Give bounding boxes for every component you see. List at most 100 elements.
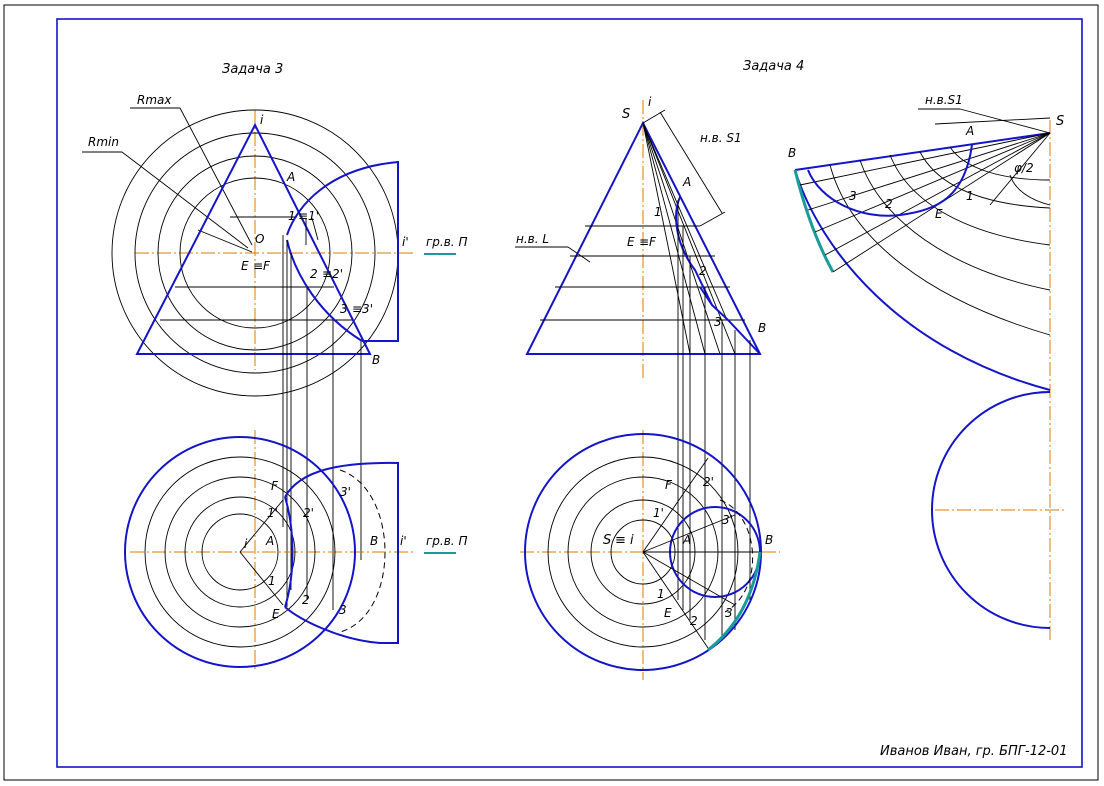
t4-plan-hidden-curve — [719, 499, 754, 613]
rmin-dim — [197, 229, 253, 253]
t4-i1-top-label: i — [648, 95, 652, 109]
t3-intersection-curve-front — [286, 239, 363, 342]
t4-nvl-leader — [567, 246, 591, 263]
dev-p10-label: 1 — [966, 189, 974, 203]
t3-plan-circle-2 — [144, 456, 336, 648]
dev-top-edge — [794, 132, 1051, 171]
t4-p2prime-label: 2' — [703, 475, 714, 489]
t4-E2F2-rest-label: ≡F — [639, 235, 657, 249]
t4-ray-4 — [642, 122, 691, 355]
outer-frame — [3, 4, 1099, 781]
t4-p22-label: 2 — [699, 264, 707, 278]
t4-cone-outline — [525, 120, 762, 355]
t3-F1-label: F — [271, 479, 279, 493]
t4-ray-2 — [642, 122, 721, 355]
t4-p32-label: 3 — [714, 315, 722, 329]
t3-plan-circle-4 — [184, 496, 296, 608]
t3-plan-ray-1 — [239, 499, 284, 553]
t4-S1i1-rest-label: ≡ i — [615, 533, 634, 548]
t3-sphere-circle-3 — [157, 155, 353, 351]
t4-S1i1-label: S — [603, 533, 611, 548]
t4-p1prime-label: 1' — [653, 506, 664, 520]
t3-i2prime-label: i' — [402, 235, 409, 249]
t3-plan-intersection — [284, 496, 294, 608]
t4-nvs1-ext1 — [642, 109, 666, 124]
dev-nvs1-dim — [934, 117, 1051, 125]
t4-p12-label: 1 — [654, 205, 662, 219]
dev-phi-label: φ/2 — [1014, 161, 1034, 175]
t4-p21-label: 2 — [690, 614, 698, 628]
t3-p22-eq-label: ≡2' — [322, 267, 343, 281]
t4-curve-seg — [699, 286, 713, 306]
t4-p3prime-label: 3' — [722, 513, 733, 527]
t3-p22-label: 2 — [310, 267, 318, 281]
t3-B2-label: B — [372, 353, 380, 367]
t4-nv-l-label: н.в. L — [516, 232, 549, 246]
t3-cone-outline — [135, 122, 372, 355]
dev-arc-2 — [859, 159, 1051, 291]
t4-plan-ray-2 — [642, 514, 736, 553]
t4-nvs1-dim — [659, 111, 723, 214]
t3-plan-outer-circle — [124, 436, 356, 668]
t4-A2-label: A — [682, 175, 691, 189]
dev-nv-s1-label: н.в.S1 — [925, 93, 963, 107]
t3-grv-p2-label: гр.в. П — [426, 534, 467, 548]
rmin-label: Rmin — [88, 135, 119, 149]
t3-i2-label: i — [260, 113, 264, 127]
t3-p12-label: 1 — [288, 209, 296, 223]
t4-intersection-curve — [675, 196, 761, 355]
t3-plan-ray-2 — [239, 551, 284, 606]
t3-B1-label: B — [370, 534, 378, 548]
dev-ray-4 — [824, 132, 1051, 256]
t3-i1-label: i — [244, 537, 248, 551]
t4-S2-label: S — [622, 107, 630, 122]
task3-title: Задача 3 — [222, 62, 283, 77]
t3-A2-label: A — [286, 170, 295, 184]
dev-arc-4 — [919, 151, 1051, 209]
t4-plan-ray-1 — [642, 457, 709, 553]
task4-plan-view: F 2' 1' 3' S ≡ i A B 1 E 2 3 — [520, 430, 780, 680]
dev-lower-semicircle — [931, 391, 1051, 629]
t3-grv-p1-label: гр.в. П — [426, 235, 467, 249]
t3-p3prime-label: 3' — [340, 485, 351, 499]
t3-p21-label: 2 — [302, 593, 310, 607]
task4-development: н.в.S1 S A B φ/2 3 2 E 1 — [788, 93, 1065, 640]
t3-plan-circle-5 — [201, 513, 279, 591]
t3-p11-label: 1 — [268, 574, 276, 588]
t3-i1prime-label: i' — [400, 534, 407, 548]
t4-E1-label: E — [664, 606, 672, 620]
dev-arc-3 — [889, 154, 1051, 246]
t3-p32-label: 3 — [340, 302, 348, 316]
t4-p11-label: 1 — [657, 587, 665, 601]
task3-plan-view: F 1' 2' 3' A i B i' гр.в. П 1 E 2 3 — [124, 430, 467, 670]
dev-arc-1 — [829, 164, 1051, 336]
dev-phi-ray — [989, 132, 1051, 206]
t3-p1prime-label: 1' — [267, 506, 278, 520]
t3-sphere-circle-4 — [179, 177, 331, 329]
t3-p12-eq-label: ≡1' — [298, 209, 319, 223]
rmax-label: Rmax — [137, 93, 172, 107]
dev-nvs1-leader — [959, 108, 1051, 134]
t3-E1-label: E — [272, 607, 280, 621]
t3-p32-eq-label: ≡3' — [352, 302, 373, 316]
dev-E0-label: E — [935, 207, 943, 221]
t4-nv-s1-label: н.в. S1 — [700, 131, 742, 145]
task4-front-view: S i н.в. S1 A 1 E ≡F н.в. L 2 3 B — [515, 95, 766, 380]
t3-small-tick-2 — [311, 217, 319, 241]
t4-A1-label: A — [682, 533, 691, 547]
t3-plan-circle-3 — [164, 476, 316, 628]
author-signature: Иванов Иван, гр. БПГ-12-01 — [880, 744, 1067, 759]
t4-B2-label: B — [758, 321, 766, 335]
rmin-leader — [121, 151, 249, 249]
dev-B0-label: B — [788, 146, 796, 160]
dev-S0-label: S — [1056, 114, 1064, 129]
t3-E2F2-label: E — [241, 259, 249, 273]
t3-E2F2-rest-label: ≡F — [253, 259, 271, 273]
rmax-leader — [179, 107, 253, 246]
dev-highlight — [793, 169, 835, 273]
dev-p30-label: 3 — [849, 189, 857, 203]
dev-A0-label: A — [965, 124, 974, 138]
t3-p2prime-label: 2' — [303, 506, 314, 520]
dev-outer-arc — [794, 169, 1051, 391]
